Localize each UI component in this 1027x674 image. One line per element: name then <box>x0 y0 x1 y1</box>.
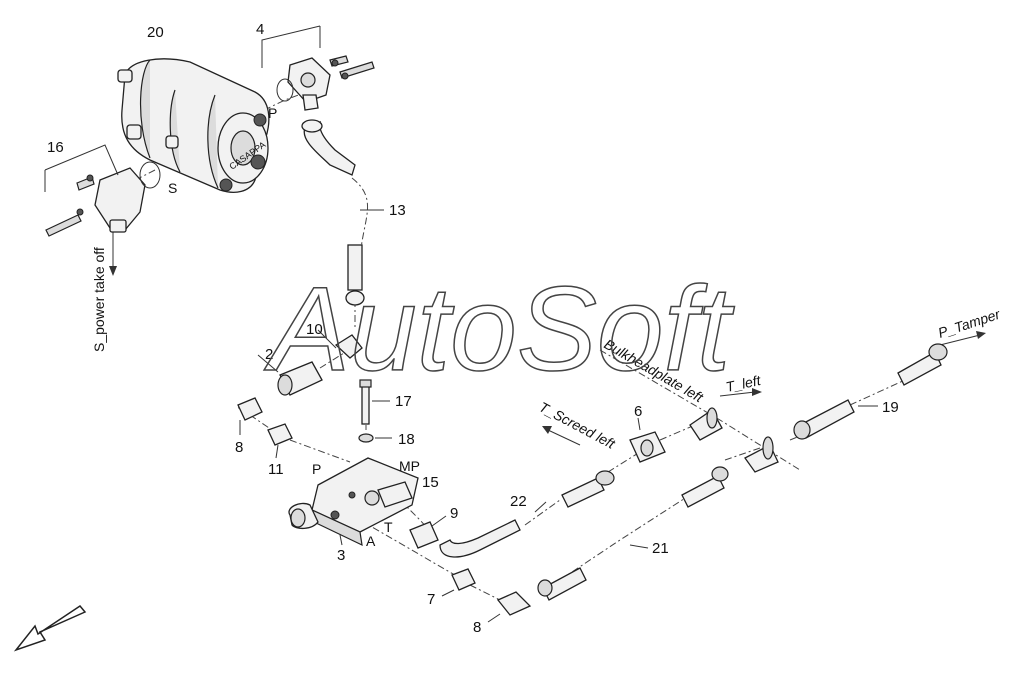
callout-8-upper: 8 <box>235 439 243 456</box>
flange-16[interactable] <box>45 161 161 237</box>
callout-2: 2 <box>265 346 273 363</box>
tee-fitting-6[interactable] <box>629 431 666 463</box>
port-t: T <box>384 519 393 535</box>
callout-15: 15 <box>422 474 439 491</box>
port-a: A <box>366 533 376 549</box>
callout-22: 22 <box>510 493 527 510</box>
callout-10: 10 <box>306 321 323 338</box>
callout-labels: 20 4 16 13 10 2 17 18 8 11 15 9 6 19 22 … <box>47 21 899 636</box>
bolt-17[interactable] <box>359 379 372 425</box>
callout-13: 13 <box>389 202 406 219</box>
port-p-block: P <box>312 461 321 477</box>
callout-8-lower: 8 <box>473 619 481 636</box>
callout-7: 7 <box>427 591 435 608</box>
elbow-fitting-10[interactable] <box>334 334 363 359</box>
callout-19: 19 <box>882 399 899 416</box>
leader-lines <box>44 25 878 623</box>
adapter-9[interactable] <box>409 521 439 549</box>
callout-4: 4 <box>256 21 264 38</box>
elbow-fitting-8-upper[interactable] <box>237 397 263 421</box>
watermark: AutoSoft <box>264 262 735 396</box>
valve-block-3[interactable] <box>288 457 419 547</box>
label-t-left: T_left <box>724 372 763 395</box>
callout-6: 6 <box>634 403 642 420</box>
hose-19[interactable] <box>793 343 948 440</box>
label-s-power-take-off: S_power take off <box>91 247 107 352</box>
hose-22[interactable] <box>439 470 615 558</box>
port-s-pump: S <box>168 180 177 196</box>
port-p-pump: P <box>268 105 277 121</box>
adapter-11[interactable] <box>267 423 293 446</box>
bulkhead-fittings[interactable] <box>689 407 779 473</box>
label-p-tamper: P_Tamper <box>936 305 1003 340</box>
callout-21: 21 <box>652 540 669 557</box>
callout-9: 9 <box>450 505 458 522</box>
callout-3: 3 <box>337 547 345 564</box>
elbow-fitting-8-lower[interactable] <box>496 591 532 616</box>
gear-pump-20[interactable]: CASAPPA <box>117 58 270 193</box>
hose-13[interactable] <box>301 119 365 306</box>
callout-18: 18 <box>398 431 415 448</box>
adapter-7[interactable] <box>451 568 476 591</box>
callout-11: 11 <box>268 461 284 478</box>
callout-20: 20 <box>147 24 164 41</box>
port-labels: P S P MP A T <box>168 105 420 549</box>
orientation-arrow-icon <box>13 605 87 652</box>
callout-17: 17 <box>395 393 412 410</box>
callout-16: 16 <box>47 139 64 156</box>
flange-4[interactable] <box>276 55 375 111</box>
fitting-2[interactable] <box>277 361 323 396</box>
hose-21[interactable] <box>537 466 729 601</box>
washer-18[interactable] <box>358 433 374 443</box>
flow-arrows <box>109 225 986 446</box>
port-mp: MP <box>399 458 420 474</box>
